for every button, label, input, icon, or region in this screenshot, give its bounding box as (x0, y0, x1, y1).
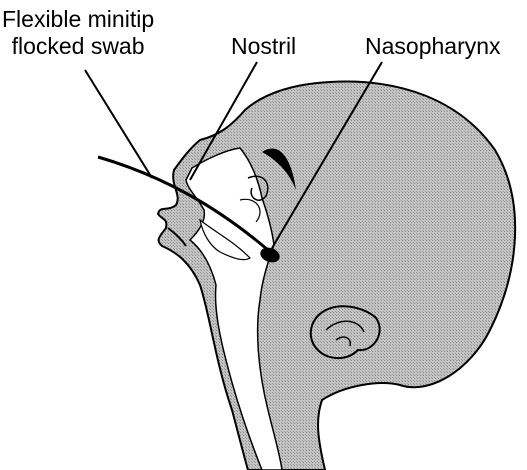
nostril-label: Nostril (231, 33, 296, 60)
swab-label: Flexible minitip flocked swab (2, 6, 154, 60)
swab-leader-line (85, 70, 152, 178)
swab-label-line1: Flexible minitip (2, 6, 154, 33)
nasopharynx-label: Nasopharynx (365, 33, 501, 60)
swab-label-line2: flocked swab (2, 33, 154, 60)
